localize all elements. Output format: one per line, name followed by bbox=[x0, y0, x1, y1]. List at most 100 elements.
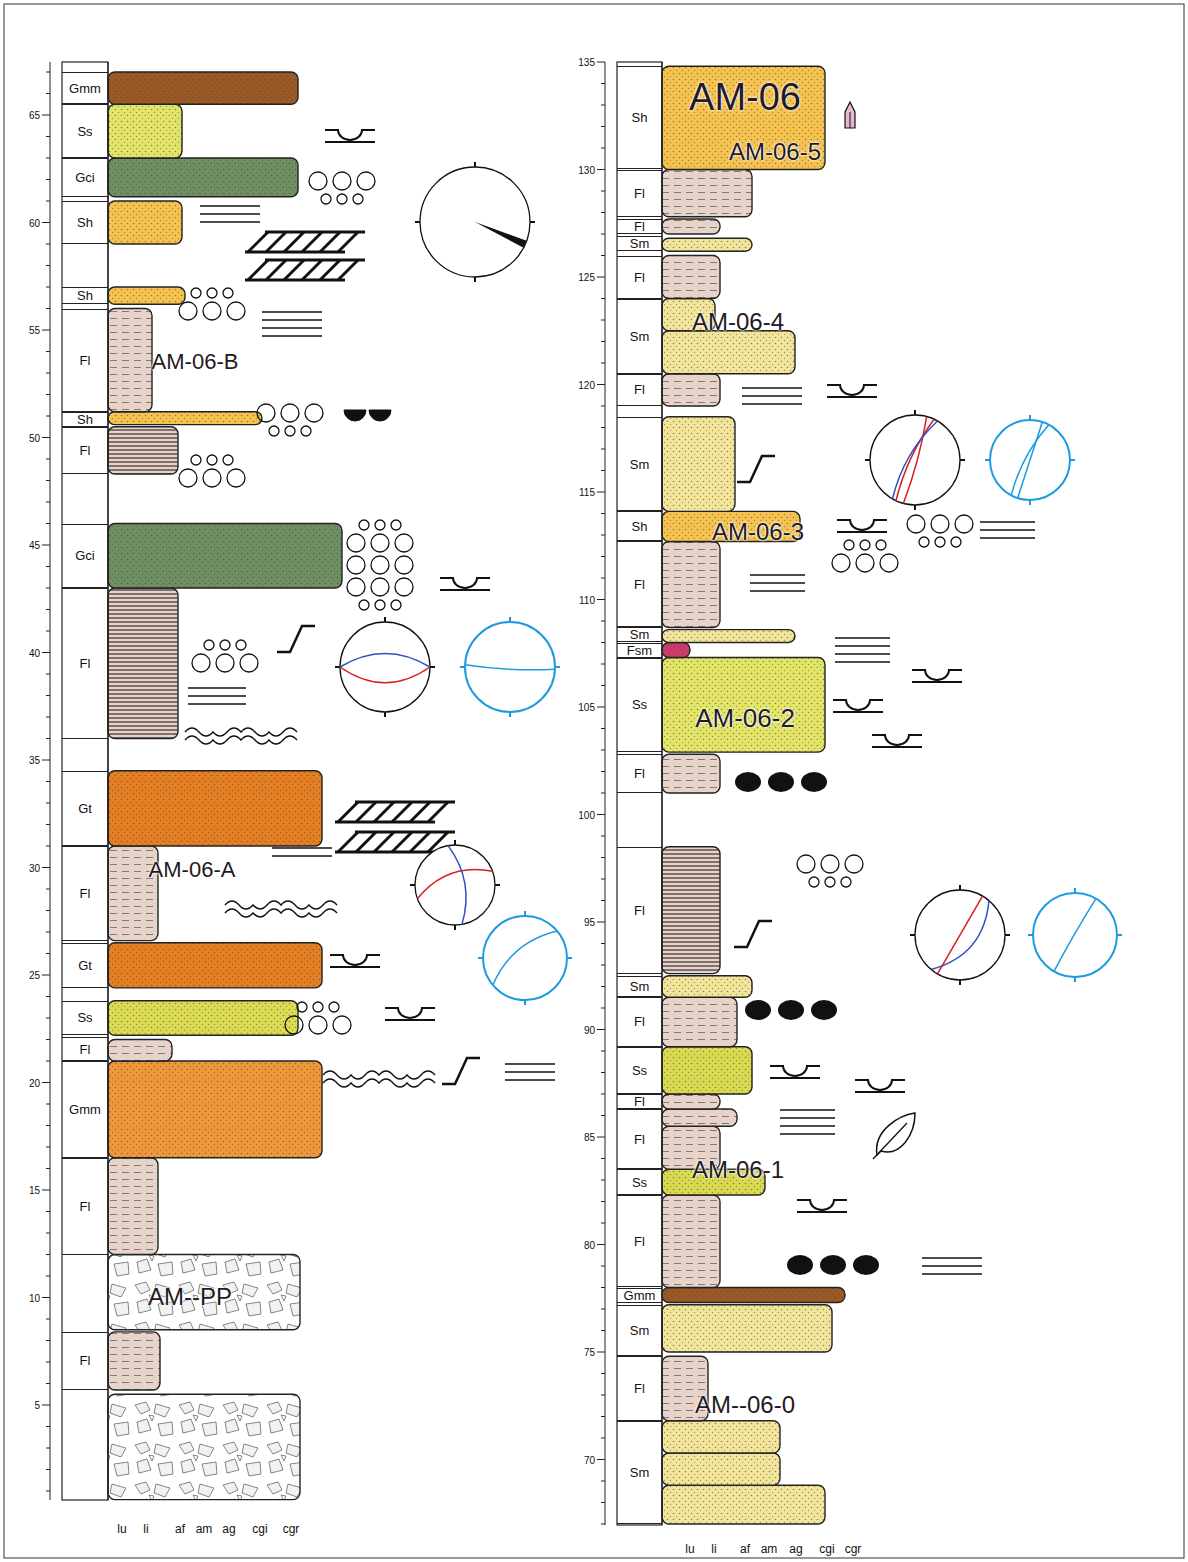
planar-cross-bedding bbox=[245, 279, 345, 282]
axis-number: 55 bbox=[29, 325, 40, 336]
clast bbox=[203, 469, 221, 487]
facies-label: Fl bbox=[80, 657, 91, 670]
clast bbox=[285, 1016, 303, 1034]
tick bbox=[46, 824, 50, 825]
lamination bbox=[262, 311, 322, 313]
bed-outline bbox=[662, 847, 720, 974]
bed-outline bbox=[108, 524, 342, 589]
bed-texture bbox=[662, 1305, 832, 1352]
lamination bbox=[750, 590, 805, 592]
stereonet-tick bbox=[985, 459, 990, 461]
facies-label: Ss bbox=[77, 1011, 92, 1024]
bed-texture bbox=[108, 158, 298, 197]
clast bbox=[395, 534, 413, 552]
clast bbox=[223, 455, 233, 465]
clast bbox=[281, 404, 299, 422]
tick bbox=[601, 621, 605, 622]
trough-cross-bedding bbox=[440, 589, 490, 591]
axis-number: 95 bbox=[584, 917, 595, 928]
tick bbox=[46, 136, 50, 137]
lamination bbox=[262, 335, 322, 337]
bed bbox=[662, 630, 795, 643]
tick bbox=[46, 1147, 50, 1148]
sample-label: AM-06-4 bbox=[692, 309, 784, 335]
tick bbox=[601, 255, 605, 256]
tick bbox=[601, 1072, 605, 1073]
lamination bbox=[188, 687, 246, 689]
stereonet-tick bbox=[384, 617, 386, 622]
trough-cross-bedding bbox=[325, 141, 375, 143]
bed-outline bbox=[662, 976, 752, 998]
stereonet-tick bbox=[509, 617, 511, 622]
facies-code: Gmm bbox=[62, 1061, 108, 1158]
clast bbox=[347, 578, 365, 596]
clast bbox=[223, 288, 233, 298]
trough-cross-bedding bbox=[837, 520, 887, 530]
great-circle bbox=[417, 870, 492, 899]
bed-outline bbox=[662, 417, 735, 512]
bed-texture bbox=[662, 847, 720, 974]
bed bbox=[662, 256, 720, 299]
tick bbox=[46, 1426, 50, 1427]
bed-outline bbox=[662, 1047, 752, 1094]
stereonet-tick bbox=[1029, 415, 1031, 420]
tick bbox=[601, 1416, 605, 1417]
stereonet-tick bbox=[914, 505, 916, 510]
tick bbox=[597, 707, 605, 708]
planar-cross-bedding bbox=[338, 802, 358, 822]
bed-texture bbox=[662, 256, 720, 299]
facies-code: Ss bbox=[617, 658, 662, 753]
clast bbox=[876, 540, 886, 550]
stereonet-tick bbox=[567, 957, 572, 959]
concretion bbox=[768, 772, 794, 792]
bed bbox=[662, 1288, 845, 1303]
stereonet-tick bbox=[524, 1000, 526, 1005]
tick bbox=[46, 996, 50, 997]
lamination bbox=[835, 637, 890, 639]
bed-texture bbox=[662, 1109, 737, 1126]
tick bbox=[46, 588, 50, 589]
stereonet-tick bbox=[959, 980, 961, 985]
facies-label: Fl bbox=[634, 187, 645, 200]
facies-label: Ss bbox=[77, 125, 92, 138]
bed-outline bbox=[108, 309, 152, 412]
facies-code: Fl bbox=[62, 588, 108, 739]
bed-outline bbox=[108, 158, 298, 197]
bed-outline bbox=[662, 1305, 832, 1352]
grain-size-label: lu bbox=[117, 1523, 126, 1536]
bed-texture bbox=[108, 201, 182, 244]
stereonet-tick bbox=[865, 459, 870, 461]
tick bbox=[597, 1029, 605, 1030]
tick bbox=[46, 889, 50, 890]
facies-label: Fl bbox=[80, 444, 91, 457]
tick bbox=[597, 277, 605, 278]
facies-code: Fl bbox=[617, 754, 662, 793]
stereonet-tick bbox=[1074, 977, 1076, 982]
bed bbox=[108, 1040, 172, 1062]
planar-cross-bedding bbox=[338, 232, 358, 252]
tick bbox=[601, 1158, 605, 1159]
bed-texture bbox=[108, 287, 185, 304]
tick bbox=[601, 1008, 605, 1009]
axis-number: 30 bbox=[29, 862, 40, 873]
tick bbox=[46, 201, 50, 202]
trough-cross-bedding bbox=[837, 531, 887, 533]
bed-texture bbox=[108, 1158, 158, 1255]
planar-cross-bedding bbox=[248, 232, 268, 252]
bed-texture bbox=[108, 524, 342, 589]
planar-cross-bedding bbox=[356, 802, 376, 822]
bed bbox=[108, 72, 298, 104]
planar-cross-bedding bbox=[284, 232, 304, 252]
tick bbox=[597, 1137, 605, 1138]
facies-label: Sm bbox=[630, 330, 650, 343]
tick bbox=[46, 1491, 50, 1492]
planar-cross-bedding bbox=[374, 802, 394, 822]
plant-fossil bbox=[873, 1123, 907, 1159]
lamination bbox=[922, 1273, 982, 1275]
tick bbox=[46, 695, 50, 696]
bed-outline bbox=[108, 943, 322, 988]
tick bbox=[601, 1094, 605, 1095]
stereonet-tick bbox=[1074, 888, 1076, 893]
tick bbox=[601, 427, 605, 428]
clast bbox=[179, 302, 197, 320]
